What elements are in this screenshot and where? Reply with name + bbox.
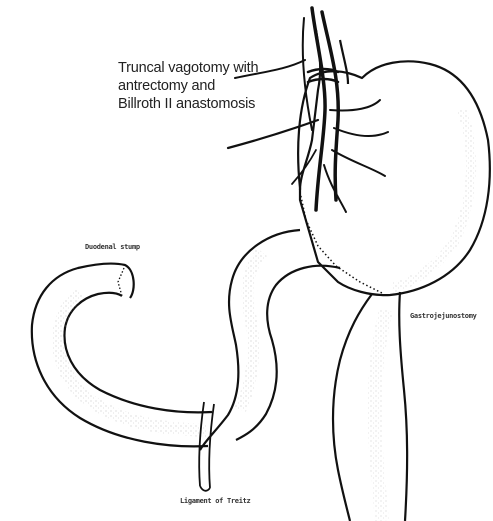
stomach-remnant — [298, 61, 490, 295]
title-line-1: Truncal vagotomy with — [118, 60, 258, 76]
label-gastrojejunostomy: Gastrojejunostomy — [410, 312, 477, 320]
title-line-3: Billroth II anastomosis — [118, 96, 255, 112]
label-duodenal-stump: Duodenal stump — [85, 243, 140, 251]
duodenal-loop — [32, 264, 212, 447]
title-line-2: antrectomy and — [118, 78, 215, 94]
label-ligament-of-treitz: Ligament of Treitz — [180, 497, 250, 505]
